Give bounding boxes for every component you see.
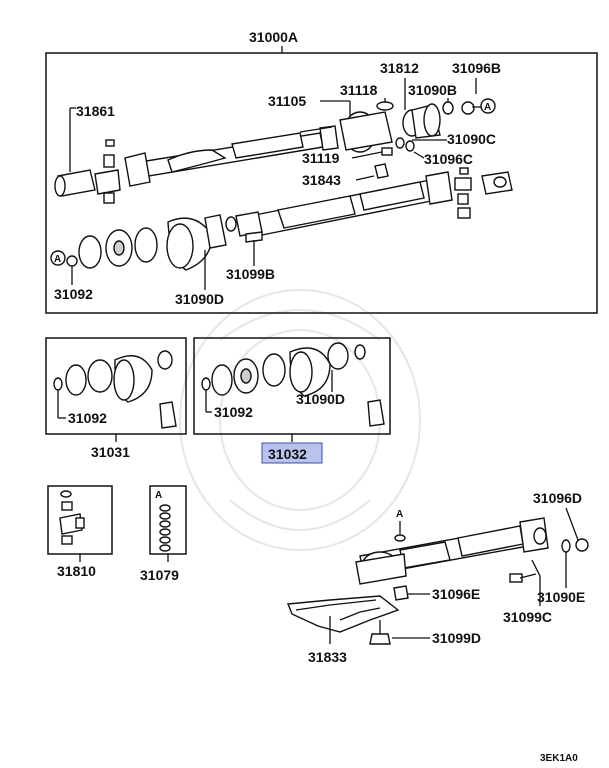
ref-circle-a2 xyxy=(50,250,66,266)
lower-propeller-shaft xyxy=(355,517,549,585)
label-31096e: 31096E xyxy=(432,586,480,602)
label-31090d-right: 31090D xyxy=(296,391,345,407)
label-31833: 31833 xyxy=(308,649,347,665)
nut-31096c xyxy=(405,140,415,152)
label-31092-top: 31092 xyxy=(54,286,93,302)
ref-a3: A xyxy=(155,490,162,501)
washer-31090b xyxy=(442,101,454,115)
ref-circle-a1 xyxy=(480,98,496,114)
label-31090d-top: 31090D xyxy=(175,291,224,307)
label-31032[interactable]: 31032 xyxy=(268,446,307,462)
bolt-31099d xyxy=(369,620,391,645)
rear-universal-joint xyxy=(454,167,513,219)
diagram-code: 3EK1A0 xyxy=(540,753,578,764)
washer-31090e xyxy=(561,539,571,553)
nut-31096b xyxy=(461,101,475,115)
label-31096d: 31096D xyxy=(533,490,582,506)
rear-propeller-shaft xyxy=(235,171,453,237)
ref-a4: A xyxy=(396,509,403,520)
label-31092-right: 31092 xyxy=(214,404,253,420)
label-31096b: 31096B xyxy=(452,60,501,76)
bracket-31833 xyxy=(287,595,400,633)
label-31105: 31105 xyxy=(268,93,306,109)
cv-kit-31031 xyxy=(53,350,177,429)
label-31119: 31119 xyxy=(302,150,340,166)
center-bearing-31105 xyxy=(339,101,394,153)
label-31090c: 31090C xyxy=(447,131,496,147)
label-31000a: 31000A xyxy=(249,29,298,45)
label-31099b: 31099B xyxy=(226,266,275,282)
spider-kit-31810 xyxy=(59,490,85,545)
highlight-31032[interactable] xyxy=(261,442,323,464)
label-31079: 31079 xyxy=(140,567,179,583)
nut-31092-top xyxy=(66,255,78,267)
cv-kit-31032 xyxy=(201,342,385,427)
front-propeller-shaft xyxy=(124,125,339,187)
washer-a xyxy=(394,534,406,542)
label-31810: 31810 xyxy=(57,563,96,579)
label-31861: 31861 xyxy=(76,103,115,119)
washer-31090c xyxy=(395,137,405,149)
nut-set-31079 xyxy=(159,504,171,552)
nut-31096e xyxy=(393,585,409,601)
assembly-box-31000a xyxy=(45,52,598,314)
label-31092-left: 31092 xyxy=(68,410,107,426)
flange-yoke xyxy=(402,103,441,139)
label-31118: 31118 xyxy=(340,82,378,98)
watermark-emblem xyxy=(179,289,421,551)
cv-joint-exploded-top xyxy=(78,214,263,271)
insulator-31119 xyxy=(381,147,393,156)
label-31031: 31031 xyxy=(91,444,130,460)
universal-joint-31861 xyxy=(54,139,121,204)
ref-a1: A xyxy=(484,102,491,113)
ref-a2: A xyxy=(54,254,61,265)
label-31099c: 31099C xyxy=(503,609,552,625)
dust-cover-31843 xyxy=(374,163,389,179)
label-31099d: 31099D xyxy=(432,630,481,646)
label-31090e: 31090E xyxy=(537,589,585,605)
label-31812: 31812 xyxy=(380,60,419,76)
nut-31096d xyxy=(575,538,589,552)
label-31843: 31843 xyxy=(302,172,341,188)
label-31096c: 31096C xyxy=(424,151,473,167)
label-31090b: 31090B xyxy=(408,82,457,98)
